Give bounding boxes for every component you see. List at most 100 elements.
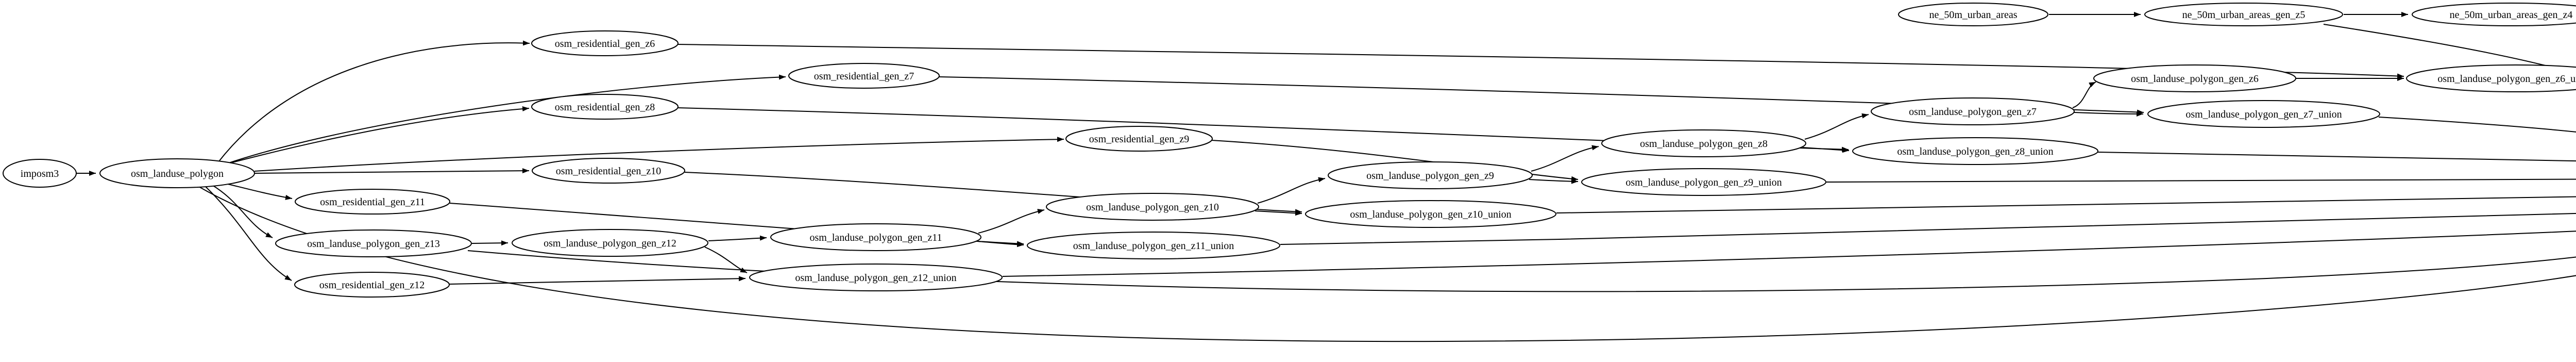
node-ne-50m-urban-areas-gen-z4: ne_50m_urban_areas_gen_z4 <box>2412 3 2576 26</box>
node-ellipse <box>770 223 981 251</box>
node-label: osm_landuse_polygon_gen_z11_union <box>1073 240 1234 252</box>
node-ellipse <box>295 189 450 215</box>
graph-edge <box>1529 178 1579 184</box>
node-imposm3: imposm3 <box>3 159 77 188</box>
graph-edge <box>2074 111 2144 117</box>
node-label: osm_landuse_polygon_gen_z13 <box>307 238 440 250</box>
node-ellipse <box>2147 100 2380 128</box>
node-osm-residential-gen-z9: osm_residential_gen_z9 <box>1065 126 1213 152</box>
node-osm-landuse-polygon-gen-z12: osm_landuse_polygon_gen_z12 <box>512 229 708 257</box>
node-osm-residential-gen-z8: osm_residential_gen_z8 <box>531 94 679 120</box>
node-osm-landuse-polygon-gen-z13: osm_landuse_polygon_gen_z13 <box>275 229 472 257</box>
graph-edge <box>218 40 530 162</box>
node-osm-landuse-polygon-gen-z6-union: osm_landuse_polygon_gen_z6_union <box>2406 64 2576 92</box>
node-ellipse <box>1027 232 1280 259</box>
node-ellipse <box>1046 193 1259 221</box>
node-label: osm_landuse_polygon_gen_z6 <box>2131 73 2259 85</box>
node-osm-landuse-polygon-gen-z12-union: osm_landuse_polygon_gen_z12_union <box>749 264 1003 291</box>
node-label: osm_landuse_polygon_gen_z10 <box>1086 202 1219 213</box>
node-ellipse <box>531 30 679 56</box>
node-ellipse <box>1581 168 1826 196</box>
node-label: osm_residential_gen_z9 <box>1089 134 1189 145</box>
graph-edge <box>205 186 292 281</box>
graph-edge <box>1556 196 2576 213</box>
node-ellipse <box>1852 137 2098 165</box>
graph-edge <box>225 74 786 164</box>
node-osm-landuse-polygon-gen-z9: osm_landuse_polygon_gen_z9 <box>1328 161 1533 189</box>
node-ellipse <box>275 229 472 257</box>
node-label: osm_residential_gen_z10 <box>556 166 661 177</box>
node-label: osm_residential_gen_z8 <box>555 102 655 113</box>
node-osm-landuse-polygon-gen-z11-union: osm_landuse_polygon_gen_z11_union <box>1027 232 1280 259</box>
graph-edge <box>708 235 767 241</box>
node-label: ne_50m_urban_areas <box>1929 9 2017 21</box>
node-label: osm_landuse_polygon_gen_z8_union <box>1897 146 2053 157</box>
node-ellipse <box>294 272 450 298</box>
node-ne-50m-urban-areas-gen-z5: ne_50m_urban_areas_gen_z5 <box>2144 3 2343 26</box>
node-ellipse <box>531 94 679 120</box>
node-osm-landuse-polygon: osm_landuse_polygon <box>99 158 255 188</box>
node-label: imposm3 <box>21 168 59 179</box>
node-osm-landuse-polygon-gen-z7: osm_landuse_polygon_gen_z7 <box>1871 97 2075 125</box>
node-label: ne_50m_urban_areas_gen_z4 <box>2450 9 2573 21</box>
node-label: osm_landuse_polygon_gen_z9_union <box>1625 177 1782 188</box>
graph-edge <box>222 106 530 166</box>
node-label: osm_landuse_polygon_gen_z6_union <box>2437 73 2576 85</box>
graph-edge <box>1804 113 1869 140</box>
graph-edge <box>1257 177 1326 204</box>
node-osm-landuse-polygon-gen-z7-union: osm_landuse_polygon_gen_z7_union <box>2147 100 2380 128</box>
node-ellipse <box>1601 129 1806 157</box>
node-ellipse <box>2412 3 2576 26</box>
node-ellipse <box>1871 97 2075 125</box>
graph-edge <box>1826 178 2576 183</box>
node-ellipse <box>532 158 685 184</box>
node-osm-landuse-polygon-gen-z10: osm_landuse_polygon_gen_z10 <box>1046 193 1259 221</box>
node-ellipse <box>788 63 940 89</box>
node-label: osm_residential_gen_z6 <box>555 38 655 50</box>
graph-edge <box>1531 145 1599 172</box>
node-label: osm_residential_gen_z7 <box>814 71 914 82</box>
graph-edge <box>221 182 293 200</box>
node-osm-residential-gen-z6: osm_residential_gen_z6 <box>531 30 679 56</box>
node-ellipse <box>1305 200 1556 228</box>
node-osm-landuse-polygon-gen-z8: osm_landuse_polygon_gen_z8 <box>1601 129 1806 157</box>
node-label: osm_landuse_polygon_gen_z12_union <box>795 272 956 284</box>
node-osm-residential-gen-z11: osm_residential_gen_z11 <box>295 189 450 215</box>
node-label: osm_landuse_polygon_gen_z9 <box>1366 170 1494 182</box>
graph-edge <box>1255 210 1302 216</box>
node-osm-residential-gen-z12: osm_residential_gen_z12 <box>294 272 450 298</box>
node-label: osm_landuse_polygon_gen_z7 <box>1909 106 2037 118</box>
node-label: osm_landuse_polygon_gen_z7_union <box>2185 109 2342 120</box>
node-label: osm_landuse_polygon_gen_z12 <box>544 238 676 249</box>
graph-edge <box>2072 81 2096 108</box>
node-ellipse <box>99 158 255 188</box>
node-osm-landuse-polygon-gen-z11: osm_landuse_polygon_gen_z11 <box>770 223 981 251</box>
node-osm-landuse-polygon-gen-z8-union: osm_landuse_polygon_gen_z8_union <box>1852 137 2098 165</box>
graph-edge <box>977 241 1024 248</box>
node-label: osm_landuse_polygon_gen_z11 <box>809 232 942 243</box>
node-osm-landuse-polygon-gen-z10-union: osm_landuse_polygon_gen_z10_union <box>1305 200 1556 228</box>
graph-edge <box>254 168 530 174</box>
graph-edge <box>198 186 2576 342</box>
node-ellipse <box>3 159 77 188</box>
node-osm-landuse-polygon-gen-z9-union: osm_landuse_polygon_gen_z9_union <box>1581 168 1826 196</box>
node-ellipse <box>2406 64 2576 92</box>
node-ellipse <box>1898 3 2048 26</box>
graph-edge <box>1211 140 1579 182</box>
graph-edge <box>254 137 1064 172</box>
node-label: osm_landuse_polygon <box>131 168 224 179</box>
graph-edge <box>978 209 1045 234</box>
node-ellipse <box>749 264 1003 291</box>
node-ellipse <box>2093 64 2296 92</box>
node-osm-residential-gen-z7: osm_residential_gen_z7 <box>788 63 940 89</box>
node-label: osm_residential_gen_z11 <box>320 196 425 208</box>
graph-edge <box>704 246 748 273</box>
node-ne-50m-urban-areas: ne_50m_urban_areas <box>1898 3 2048 26</box>
node-ellipse <box>512 229 708 257</box>
node-label: ne_50m_urban_areas_gen_z5 <box>2182 9 2306 21</box>
node-label: osm_residential_gen_z12 <box>319 279 425 291</box>
graph-edge <box>2378 117 2576 133</box>
node-ellipse <box>1065 126 1213 152</box>
